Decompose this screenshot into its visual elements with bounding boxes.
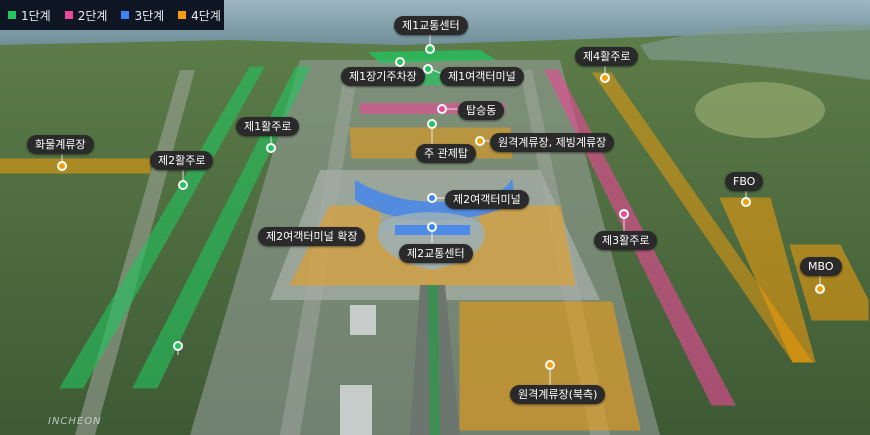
legend-swatch-blue: [121, 11, 130, 19]
legend-swatch-pink: [64, 11, 73, 19]
phase-legend: 1단계 2단계 3단계 4단계: [0, 0, 224, 30]
map-pin-concourse[interactable]: [437, 104, 447, 114]
label-cargo-apron[interactable]: 화물계류장: [27, 135, 94, 154]
legend-label: 3단계: [134, 8, 165, 23]
sea-area: [640, 23, 870, 81]
legend-swatch-green: [8, 11, 16, 19]
map-pin-runway2[interactable]: [178, 180, 188, 190]
label-main-tower[interactable]: 주 관제탑: [416, 144, 476, 163]
map-pin-runway1[interactable]: [266, 143, 276, 153]
label-runway3[interactable]: 제3활주로: [594, 231, 658, 250]
map-pin-runway4[interactable]: [600, 73, 610, 83]
cargo-apron-area: [0, 158, 151, 174]
label-north-remote-apron[interactable]: 원격계류장(북측): [510, 385, 606, 404]
map-pin-fbo[interactable]: [741, 197, 751, 207]
map-pin-main-tower[interactable]: [427, 119, 437, 129]
map-pin-terminal1-transport-center[interactable]: [425, 44, 435, 54]
building: [350, 305, 376, 335]
map-pin-runway3[interactable]: [619, 209, 629, 219]
map-pin-runway2-south[interactable]: [173, 341, 183, 351]
label-mbo[interactable]: MBO: [800, 257, 842, 276]
map-pin-cargo-apron[interactable]: [57, 161, 67, 171]
building: [340, 385, 372, 435]
legend-label: 2단계: [77, 8, 108, 23]
runway2-strip: [132, 66, 311, 389]
legend-label: 4단계: [191, 8, 221, 23]
legend-item-phase4[interactable]: 4단계: [178, 7, 221, 24]
terminal2-roof: [355, 178, 515, 220]
label-terminal1[interactable]: 제1여객터미널: [440, 67, 524, 86]
label-runway1[interactable]: 제1활주로: [236, 117, 300, 136]
label-runway2[interactable]: 제2활주로: [150, 151, 214, 170]
label-terminal1-transport-center[interactable]: 제1교통센터: [394, 16, 468, 35]
legend-label: 1단계: [21, 8, 51, 23]
map-pin-terminal2[interactable]: [427, 193, 437, 203]
map-pin-mbo[interactable]: [815, 284, 825, 294]
map-pin-north-remote-apron[interactable]: [545, 360, 555, 370]
label-terminal2[interactable]: 제2여객터미널: [445, 190, 529, 209]
legend-item-phase3[interactable]: 3단계: [121, 7, 164, 24]
legend-item-phase2[interactable]: 2단계: [64, 7, 108, 24]
label-fbo[interactable]: FBO: [725, 172, 764, 191]
label-remote-apron-deicing[interactable]: 원격계류장, 제빙계류장: [490, 133, 615, 152]
label-runway4[interactable]: 제4활주로: [575, 47, 639, 66]
runway1-strip: [59, 66, 265, 389]
map-pin-terminal1-parking[interactable]: [395, 57, 405, 67]
map-pin-terminal2-transport-center[interactable]: [427, 222, 437, 232]
map-pin-terminal1[interactable]: [423, 64, 433, 74]
map-pin-remote-apron[interactable]: [475, 136, 485, 146]
legend-swatch-orange: [178, 11, 187, 19]
legend-item-phase1[interactable]: 1단계: [8, 7, 51, 24]
label-terminal1-parking[interactable]: 제1장기주차장: [341, 67, 425, 86]
label-terminal2-expansion[interactable]: 제2여객터미널 확장: [258, 227, 366, 246]
watermark-text: INCHEON: [48, 416, 102, 427]
label-terminal2-transport-center[interactable]: 제2교통센터: [399, 244, 473, 263]
road-median: [428, 285, 440, 435]
hill-area: [695, 82, 825, 138]
label-concourse[interactable]: 탑승동: [458, 101, 505, 120]
